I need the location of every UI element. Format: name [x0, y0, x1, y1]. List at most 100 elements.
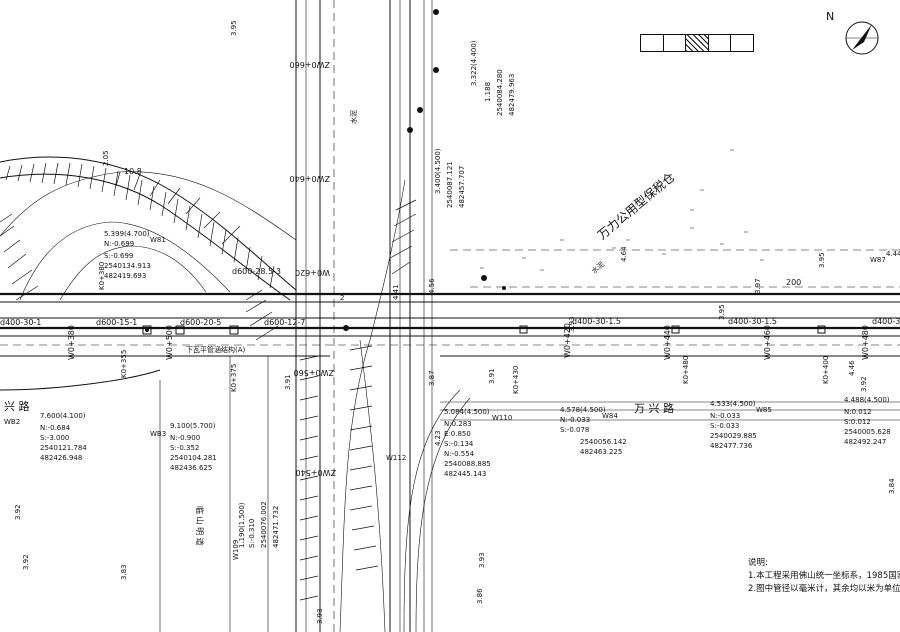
cross-road-lines — [159, 0, 433, 632]
point-w84: 4.578(4.500) W84 N:-0.033 S:-0.078 25400… — [560, 406, 627, 456]
svg-text:WB2: WB2 — [4, 418, 20, 426]
svg-text:W110: W110 — [492, 414, 512, 422]
pipe-label-right-1: d400-30-1.5 — [572, 317, 621, 326]
pipe-label-far-left: d400-30-1 — [0, 318, 41, 327]
svg-text:3.91: 3.91 — [284, 374, 292, 390]
svg-text:3.95: 3.95 — [230, 20, 238, 36]
svg-text:482436.625: 482436.625 — [170, 464, 212, 472]
svg-text:W84: W84 — [602, 412, 618, 420]
left-road-name: 兴 路 — [4, 400, 30, 413]
svg-text:2540104.281: 2540104.281 — [170, 454, 217, 462]
svg-text:1.188: 1.188 — [484, 82, 492, 102]
svg-text:2540005.628: 2540005.628 — [844, 428, 891, 436]
pipe-markers — [142, 9, 826, 335]
pipe-label-right-3: d400-30-1.5 — [872, 317, 900, 326]
svg-text:5.084(4.500): 5.084(4.500) — [444, 408, 490, 416]
svg-text:3.93: 3.93 — [568, 316, 576, 332]
station-east-2: W0+440 — [663, 325, 672, 360]
scale-cell — [664, 35, 687, 51]
station-south-2: ZW0+560 — [294, 368, 334, 377]
svg-text:4.41: 4.41 — [392, 284, 400, 300]
svg-text:9.100(5.700): 9.100(5.700) — [170, 422, 216, 430]
point-wb2: WB2 7.600(4.100) N:-0.684 S:-3.000 25401… — [4, 412, 87, 462]
pipe-label-left-main-2: d600-20-5 — [180, 318, 221, 327]
north-arrow-icon: N — [826, 10, 879, 55]
pipe-label-left-main: d600-15-1 — [96, 318, 137, 327]
station-east-4: W0+480 — [861, 325, 870, 360]
north-arrow-label: N — [826, 10, 834, 23]
svg-text:3.95: 3.95 — [718, 304, 726, 320]
svg-text:4.56: 4.56 — [428, 278, 436, 294]
svg-text:N:-0.554: N:-0.554 — [444, 450, 475, 458]
warehouse-name: 万力公用型保税仓 — [595, 170, 678, 242]
svg-text:3.95: 3.95 — [818, 252, 826, 268]
svg-text:4.23: 4.23 — [434, 430, 442, 446]
hatch-areas — [0, 162, 417, 601]
point-w85: 4.533(4.500) W85 N:-0.033 S:-0.033 25400… — [710, 400, 772, 450]
svg-text:S:-0.699: S:-0.699 — [104, 252, 133, 260]
svg-text:3.93: 3.93 — [478, 552, 486, 568]
svg-text:482445.143: 482445.143 — [444, 470, 486, 478]
svg-text:N:-0.033: N:-0.033 — [560, 416, 590, 424]
svg-text:2540088.885: 2540088.885 — [444, 460, 491, 468]
svg-text:N:-0.033: N:-0.033 — [710, 412, 740, 420]
scale-cell — [686, 35, 709, 51]
svg-text:2540056.142: 2540056.142 — [580, 438, 627, 446]
spot-elevations: 3.95 3.92 2.05 3.83 3.92 3.91 3.86 3.93 … — [14, 20, 896, 624]
svg-text:S:-0.078: S:-0.078 — [560, 426, 589, 434]
point-top: 3.322(4.400) 1.188 2540084.280 482479.96… — [470, 40, 516, 116]
station-west-2: W0+500 — [165, 325, 174, 360]
svg-text:WB3: WB3 — [150, 430, 166, 438]
svg-text:水泥: 水泥 — [349, 110, 358, 124]
svg-text:4.578(4.500): 4.578(4.500) — [560, 406, 606, 414]
svg-text:4.488(4.500): 4.488(4.500) — [844, 396, 890, 404]
right-road-name: 万 兴 路 — [634, 402, 674, 415]
svg-text:2.05: 2.05 — [102, 150, 110, 166]
pipe-label-right-2: d400-30-1.5 — [728, 317, 777, 326]
notes-title: 说明: — [748, 558, 768, 568]
svg-text:W85: W85 — [756, 406, 772, 414]
gutter-width: 10.8 — [124, 167, 142, 176]
svg-text:K0+380: K0+380 — [98, 262, 106, 290]
point-wb3: WB3 9.100(5.700) N:-0.900 S:-0.352 25401… — [150, 422, 217, 472]
svg-text:2540084.280: 2540084.280 — [496, 69, 504, 116]
point-w109: W109 1.190(1.500) S:-0.310 2540076.002 4… — [232, 501, 280, 560]
bottom-road-name: 临 山 明 道 — [195, 506, 205, 546]
notes-line-2: 2.图中管径以毫米计，其余均以米为单位。 — [748, 584, 900, 594]
svg-text:K0+355: K0+355 — [120, 350, 128, 378]
point-w86: 4.488(4.500) N:0.012 S:0.012 2540005.628… — [844, 396, 891, 446]
svg-text:3.92: 3.92 — [14, 504, 22, 520]
svg-text:2540076.002: 2540076.002 — [260, 501, 268, 548]
svg-text:W87: W87 — [870, 256, 886, 264]
svg-text:7.600(4.100): 7.600(4.100) — [40, 412, 86, 420]
point-mid: 3.400(4.500) 2540087.121 482457.707 — [434, 148, 466, 208]
svg-text:E:0.850: E:0.850 — [444, 430, 471, 438]
svg-text:482479.963: 482479.963 — [508, 74, 516, 116]
svg-text:3.97: 3.97 — [754, 278, 762, 294]
main-road-lines — [0, 249, 900, 421]
svg-text:3.400(4.500): 3.400(4.500) — [434, 148, 442, 194]
svg-text:K0+480: K0+480 — [682, 356, 690, 384]
pipe-label-left-main-3: d600-12-7 — [264, 318, 305, 327]
svg-text:2: 2 — [340, 294, 344, 302]
svg-text:S:-3.000: S:-3.000 — [40, 434, 69, 442]
svg-text:3.87: 3.87 — [428, 370, 436, 386]
svg-text:N:-0.699: N:-0.699 — [104, 240, 134, 248]
svg-text:1.190(1.500): 1.190(1.500) — [238, 502, 246, 548]
svg-text:4.46: 4.46 — [848, 360, 856, 376]
station-north-1: ZW0+660 — [290, 60, 330, 69]
svg-text:482477.736: 482477.736 — [710, 442, 753, 450]
svg-text:3.92: 3.92 — [22, 554, 30, 570]
svg-text:W109: W109 — [232, 540, 240, 560]
station-east-3: W0+460 — [763, 325, 772, 360]
svg-text:482419.693: 482419.693 — [104, 272, 146, 280]
svg-text:482457.707: 482457.707 — [458, 166, 466, 208]
svg-text:3.83: 3.83 — [120, 564, 128, 580]
culvert-label: 下瓦平管涵结构(A) — [186, 345, 246, 354]
scale-bar — [640, 34, 754, 52]
station-north-2: ZW0+640 — [290, 174, 330, 183]
ramp-curve — [0, 156, 471, 632]
svg-text:5.399(4.700): 5.399(4.700) — [104, 230, 150, 238]
svg-text:482463.225: 482463.225 — [580, 448, 622, 456]
svg-text:K0+430: K0+430 — [512, 366, 520, 394]
